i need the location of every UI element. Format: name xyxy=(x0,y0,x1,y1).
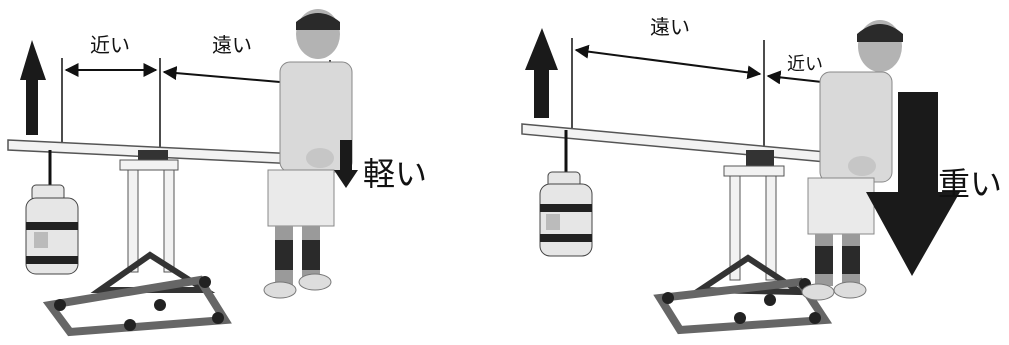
light-label: 軽い xyxy=(363,155,427,193)
lever-pipe xyxy=(521,123,871,167)
water-bottle xyxy=(539,130,593,257)
up-arrow-icon xyxy=(525,28,558,118)
small-down-arrow-icon xyxy=(334,140,358,188)
large-down-arrow-icon xyxy=(866,92,960,276)
left-panel: 近い 遠い xyxy=(7,9,427,337)
right-panel: 遠い 近い xyxy=(521,15,1002,335)
fulcrum-stand xyxy=(653,150,833,335)
right-far-label: 遠い xyxy=(650,15,690,39)
right-near-label: 近い xyxy=(787,54,823,75)
boy-figure xyxy=(263,9,353,299)
boy-figure xyxy=(801,20,903,301)
fulcrum-stand xyxy=(42,150,232,337)
left-far-label: 遠い xyxy=(212,33,252,57)
water-bottle xyxy=(25,150,79,275)
up-arrow-icon xyxy=(20,40,46,135)
far-distance-arrow xyxy=(574,44,762,80)
heavy-label: 重い xyxy=(938,165,1002,203)
left-near-label: 近い xyxy=(90,33,130,57)
